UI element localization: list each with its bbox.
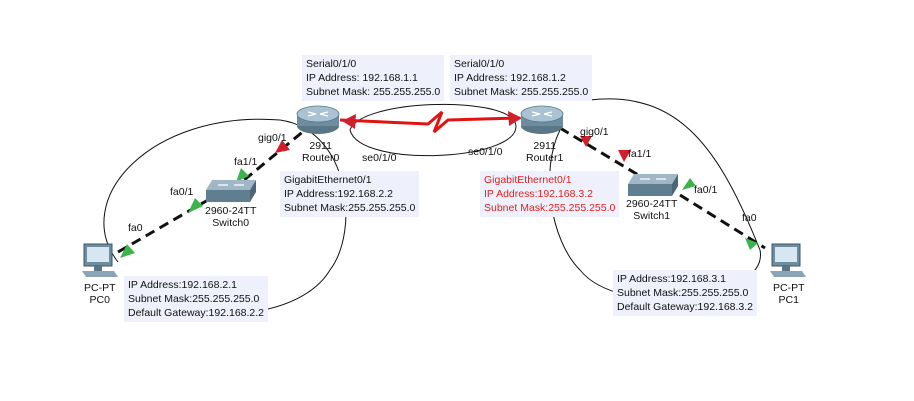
device-name: PC1: [778, 294, 799, 306]
serial-link-router0-router1[interactable]: [339, 110, 521, 134]
switch-icon[interactable]: [206, 180, 256, 202]
device-model: 2911: [533, 140, 556, 152]
info-line: Serial0/1/0: [306, 58, 357, 70]
up-marker-sw0-down: [188, 198, 203, 213]
device-label-pc0: PC-PT PC0: [84, 282, 116, 306]
port-label-pc1: fa0: [742, 212, 757, 224]
info-line: IP Address: 192.168.1.1: [306, 72, 418, 84]
pc-icon[interactable]: [82, 243, 118, 277]
port-label-sw1-down: fa0/1: [694, 184, 718, 196]
info-line: IP Address:192.168.2.1: [128, 279, 237, 291]
info-line: IP Address:192.168.3.2: [484, 188, 593, 200]
link-switch1-pc1[interactable]: [679, 193, 766, 250]
port-label-r0-gig: gig0/1: [258, 132, 287, 144]
device-model: 2960-24TT: [205, 205, 257, 217]
down-marker-r1-gig: [580, 136, 592, 147]
info-line: IP Address: 192.168.1.2: [454, 72, 566, 84]
info-line: GigabitEthernet0/1: [484, 174, 572, 186]
info-line: Subnet Mask:255.255.255.0: [484, 202, 616, 214]
info-line: Subnet Mask:255.255.255.0: [617, 287, 749, 299]
device-label-router1: 2911 Router1: [526, 140, 563, 164]
info-box-router1-gig: GigabitEthernet0/1 IP Address:192.168.3.…: [480, 171, 620, 217]
down-marker-sw1-up: [618, 150, 631, 162]
device-label-switch0: 2960-24TT Switch0: [205, 205, 256, 229]
pc-icon[interactable]: [770, 243, 806, 277]
port-label-sw0-up: fa1/1: [234, 156, 258, 168]
info-line: Default Gateway:192.168.2.2: [128, 307, 265, 319]
switch-icon[interactable]: [628, 174, 678, 196]
info-line: GigabitEthernet0/1: [284, 174, 372, 186]
info-line: Subnet Mask:255.255.255.0: [128, 293, 260, 305]
info-box-pc0: IP Address:192.168.2.1 Subnet Mask:255.2…: [124, 276, 269, 322]
info-box-router0-gig: GigabitEthernet0/1 IP Address:192.168.2.…: [280, 171, 420, 217]
up-marker-sw1-down: [682, 178, 696, 190]
up-marker-pc0: [120, 244, 135, 258]
device-name: Router1: [526, 152, 564, 164]
device-model: PC-PT: [84, 282, 116, 294]
up-marker-pc1: [745, 238, 758, 250]
info-line: Subnet Mask:255.255.255.0: [284, 202, 416, 214]
device-label-router0: 2911 Router0: [302, 140, 339, 164]
port-label-r1-gig: gig0/1: [580, 126, 609, 138]
router-icon[interactable]: [520, 105, 564, 134]
device-model: 2960-24TT: [626, 198, 678, 210]
device-name: Router0: [302, 152, 340, 164]
info-line: IP Address:192.168.2.2: [284, 188, 393, 200]
device-model: PC-PT: [773, 282, 805, 294]
info-box-router0-serial: Serial0/1/0 IP Address: 192.168.1.1 Subn…: [302, 55, 445, 101]
info-line: Subnet Mask: 255.255.255.0: [454, 86, 589, 98]
device-name: PC0: [89, 294, 110, 306]
down-marker-r1-serial: [508, 111, 522, 126]
down-marker-r0-serial: [342, 114, 356, 129]
port-label-sw0-down: fa0/1: [170, 186, 194, 198]
info-line: Default Gateway:192.168.3.2: [617, 301, 754, 313]
device-label-pc1: PC-PT PC1: [773, 282, 805, 306]
device-name: Switch0: [212, 217, 250, 229]
up-marker-sw0-up: [236, 168, 249, 182]
port-label-pc0: fa0: [128, 222, 143, 234]
device-name: Switch1: [633, 210, 671, 222]
router-icon[interactable]: [296, 105, 340, 134]
info-line: Subnet Mask: 255.255.255.0: [306, 86, 441, 98]
info-line: Serial0/1/0: [454, 58, 505, 70]
down-marker-r0-gig: [275, 140, 290, 153]
port-label-r1-serial: se0/1/0: [468, 146, 503, 158]
info-box-router1-serial: Serial0/1/0 IP Address: 192.168.1.2 Subn…: [450, 55, 593, 101]
device-model: 2911: [309, 140, 332, 152]
port-label-r0-serial: se0/1/0: [362, 152, 397, 164]
link-router1-switch1[interactable]: [559, 126, 651, 184]
info-box-pc1: IP Address:192.168.3.1 Subnet Mask:255.2…: [613, 270, 758, 316]
info-line: IP Address:192.168.3.1: [617, 273, 726, 285]
port-label-sw1-up: fa1/1: [628, 148, 652, 160]
device-label-switch1: 2960-24TT Switch1: [626, 198, 677, 222]
